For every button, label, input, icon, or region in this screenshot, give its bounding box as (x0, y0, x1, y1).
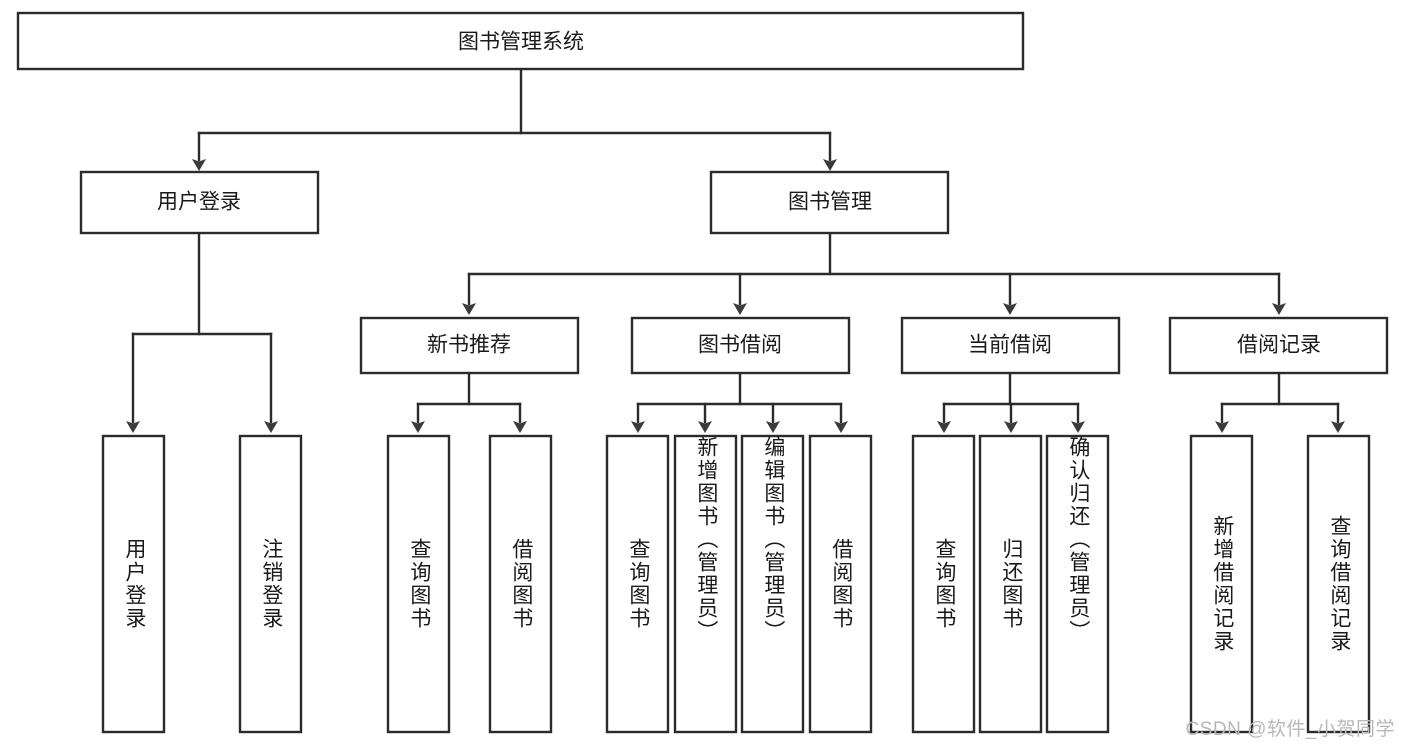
node-current-borrow-box[interactable] (900, 316, 1121, 375)
node-leaf-logout-login-box[interactable] (238, 434, 303, 734)
node-leaf-borrow-book-2-box[interactable] (808, 434, 873, 734)
node-borrow-record-label: 借阅记录 (1237, 334, 1321, 357)
node-new-book-recommend-label: 新书推荐 (427, 334, 511, 357)
node-leaf-query-book-2-box[interactable] (605, 434, 670, 734)
node-new-book-recommend-box[interactable] (359, 316, 580, 375)
node-leaf-confirm-return-box[interactable] (1045, 434, 1110, 734)
node-user-login-label: 用户登录 (157, 191, 241, 214)
node-leaf-return-book-box[interactable] (978, 434, 1043, 734)
node-leaf-add-book-box[interactable] (673, 434, 738, 734)
node-leaf-query-book-1-box[interactable] (386, 434, 451, 734)
csdn-watermark: CSDN @软件_小贺同学 (1185, 719, 1395, 740)
node-leaf-user-login-box[interactable] (101, 434, 166, 734)
node-leaf-query-book-3-box[interactable] (911, 434, 976, 734)
horizontal-label-group: 图书管理系统 用户登录 图书管理 新书推荐 图书借阅 当前借阅 借阅记录 (157, 31, 1321, 357)
connector-group (126, 67, 1345, 433)
node-root-box[interactable] (16, 11, 1025, 71)
node-leaf-edit-book-box[interactable] (740, 434, 805, 734)
node-book-borrow-label: 图书借阅 (698, 334, 782, 357)
node-book-management-box[interactable] (709, 170, 950, 235)
node-leaf-borrow-book-1-box[interactable] (488, 434, 553, 734)
node-borrow-record-box[interactable] (1168, 316, 1389, 375)
node-leaf-query-borrow-record-box[interactable] (1306, 434, 1371, 734)
node-user-login-box[interactable] (79, 170, 320, 235)
node-book-management-label: 图书管理 (788, 191, 872, 214)
node-box-group (16, 11, 1389, 734)
node-leaf-add-borrow-record-box[interactable] (1189, 434, 1254, 734)
node-book-borrow-box[interactable] (630, 316, 851, 375)
node-root-label: 图书管理系统 (458, 31, 584, 54)
node-current-borrow-label: 当前借阅 (968, 334, 1052, 357)
